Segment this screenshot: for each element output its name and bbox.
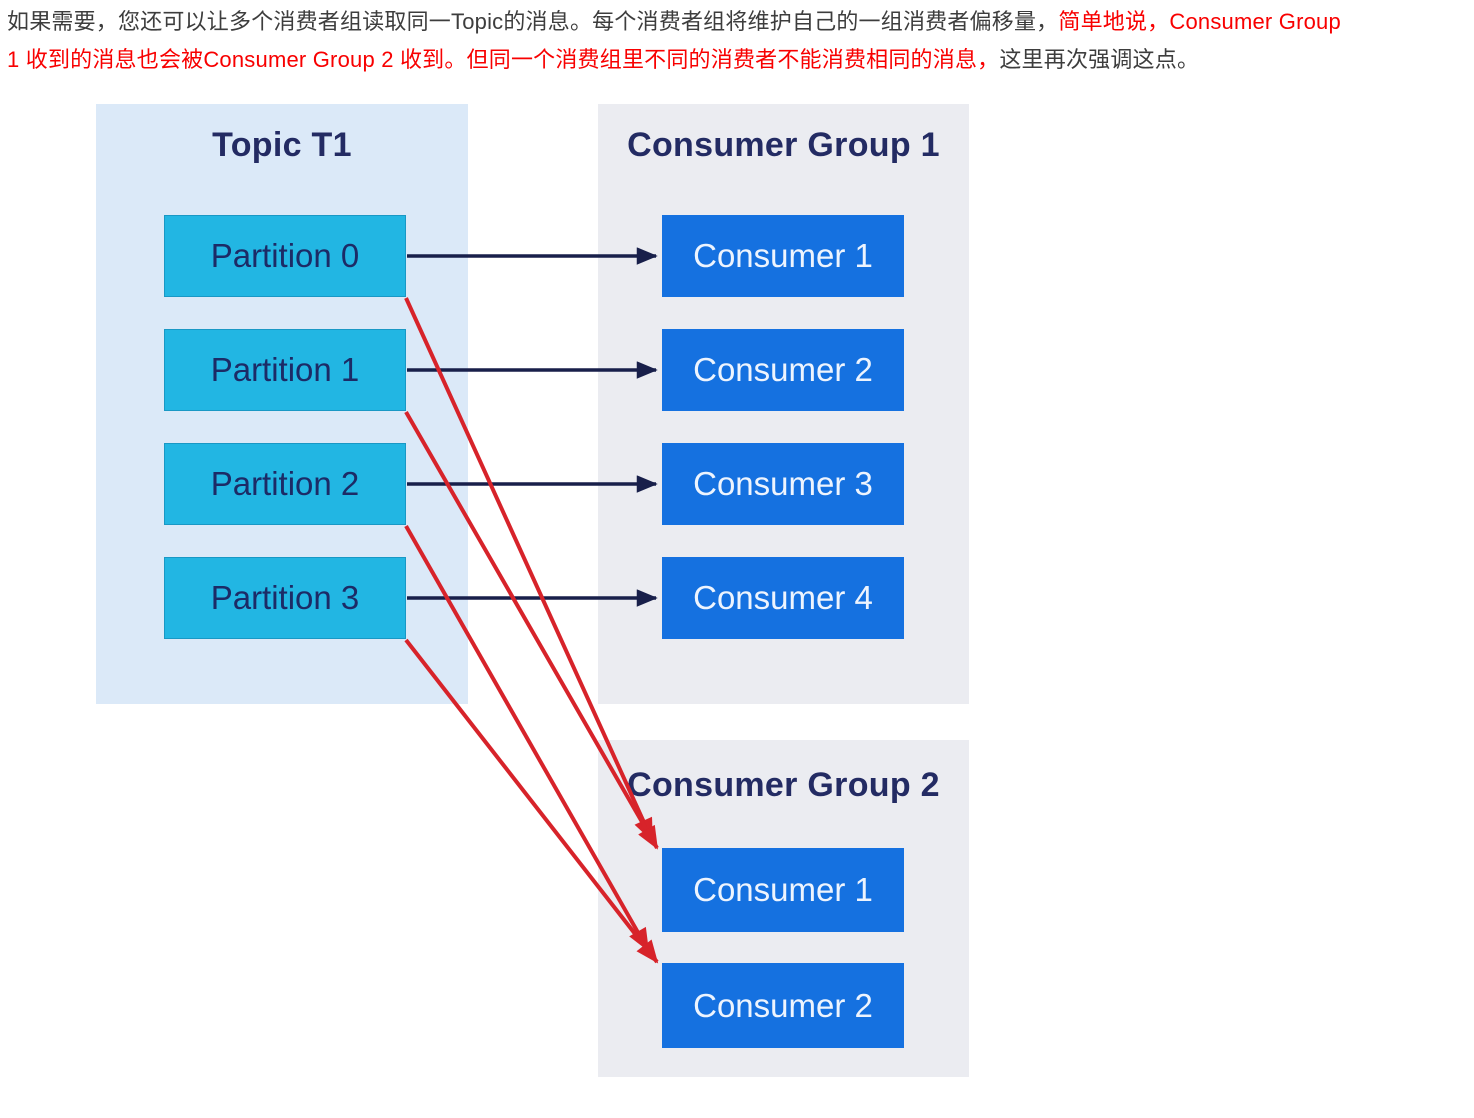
consumer-label: Consumer 1: [693, 871, 873, 908]
partition-box: Partition 1: [164, 329, 406, 411]
intro-text-segment: 1 收到的消息也会被Consumer Group 2 收到。但同一个消费组里不同…: [7, 47, 1000, 72]
consumer-box: Consumer 3: [662, 443, 904, 525]
panel-title-topic-t1: Topic T1: [212, 126, 352, 164]
consumer-box: Consumer 4: [662, 557, 904, 639]
consumer-box: Consumer 2: [662, 963, 904, 1048]
intro-text-segment: 简单地说，Consumer Group: [1058, 9, 1341, 34]
partition-box: Partition 2: [164, 443, 406, 525]
partition-box: Partition 3: [164, 557, 406, 639]
consumer-label: Consumer 1: [693, 237, 873, 274]
partition-label: Partition 3: [210, 579, 360, 616]
consumer-box: Consumer 1: [662, 215, 904, 297]
consumer-label: Consumer 3: [693, 465, 873, 502]
intro-paragraph: 如果需要，您还可以让多个消费者组读取同一Topic的消息。每个消费者组将维护自己…: [7, 3, 1467, 79]
consumer-box: Consumer 1: [662, 848, 904, 932]
consumer-label: Consumer 2: [693, 986, 873, 1024]
consumer-box: Consumer 2: [662, 329, 904, 411]
intro-text-segment: 这里再次强调这点。: [999, 47, 1200, 72]
intro-text-segment: 如果需要，您还可以让多个消费者组读取同一Topic的消息。每个消费者组将维护自己…: [7, 9, 1059, 34]
partition-box: Partition 0: [164, 215, 406, 297]
partition-label: Partition 2: [210, 465, 360, 502]
consumer-label: Consumer 4: [693, 579, 873, 616]
panel-title-consumer-group-2: Consumer Group 2: [627, 766, 940, 804]
consumer-label: Consumer 2: [693, 351, 873, 388]
partition-label: Partition 0: [210, 237, 360, 274]
panel-title-consumer-group-1: Consumer Group 1: [627, 126, 940, 164]
intro-line-2: 1 收到的消息也会被Consumer Group 2 收到。但同一个消费组里不同…: [7, 41, 1467, 79]
partition-label: Partition 1: [210, 351, 360, 388]
intro-line-1: 如果需要，您还可以让多个消费者组读取同一Topic的消息。每个消费者组将维护自己…: [7, 3, 1467, 41]
